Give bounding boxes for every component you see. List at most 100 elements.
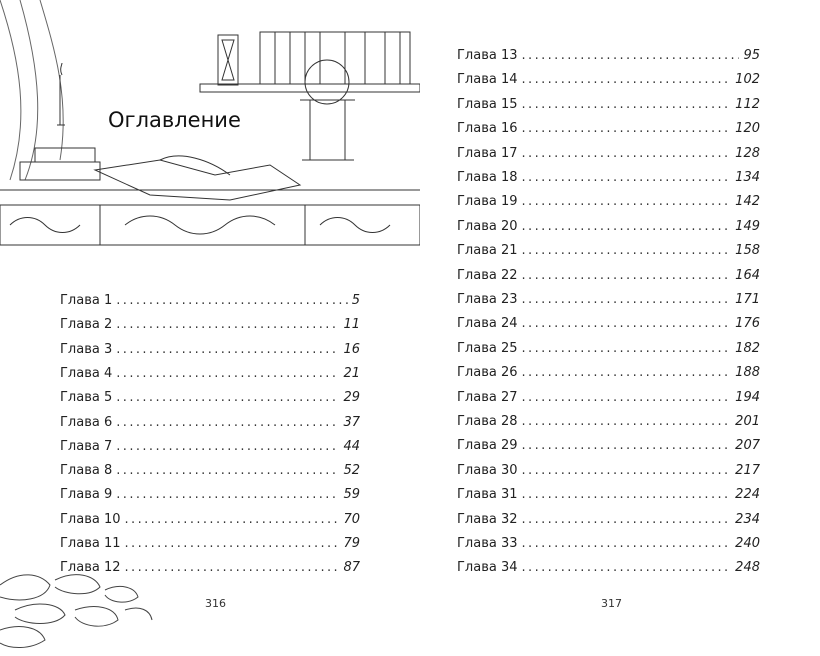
leader-dots [522,243,732,258]
leader-dots [125,536,340,551]
toc-entry[interactable]: Глава 28201 [457,414,760,429]
leader-dots [522,560,732,575]
toc-entry[interactable]: Глава 23 171 [457,292,760,307]
toc-entry[interactable]: Глава 20149 [457,219,760,234]
toc-entry[interactable]: Глава 1179 [60,536,360,551]
toc-entry[interactable]: Глава 637 [60,415,360,430]
leader-dots [125,512,340,527]
chapter-page: 217 [735,462,760,478]
leader-dots [116,439,339,454]
chapter-label: Глава 8 [60,463,113,479]
toc-entry[interactable]: Глава 2 11 [60,317,360,332]
chapter-label: Глава 31 [457,487,518,503]
leader-dots [522,341,732,356]
toc-entry[interactable]: Глава 15 [60,293,360,308]
leader-dots [522,414,732,429]
chapter-page: 87 [343,560,360,576]
leader-dots [116,463,339,478]
chapter-page: 95 [743,48,760,63]
leader-dots [116,390,339,405]
toc-entry[interactable]: Глава 852 [60,463,360,478]
toc-entry[interactable]: Глава 26188 [457,365,760,380]
chapter-label: Глава 28 [457,414,518,429]
toc-entry[interactable]: Глава 529 [60,390,360,405]
leader-dots [522,97,732,112]
cobblestones-illustration [0,574,153,648]
chapter-page: 70 [343,511,360,527]
chapter-label: Глава 16 [457,121,518,137]
chapter-label: Глава 3 [60,341,113,357]
chapter-page: 207 [735,438,760,454]
leader-dots [522,146,732,161]
leader-dots [522,390,732,405]
chapter-page: 176 [735,316,760,332]
toc-entry[interactable]: Глава 14102 [457,72,760,87]
chapter-label: Глава 30 [457,462,518,478]
chapter-label: Глава 13 [457,48,518,63]
toc-entry[interactable]: Глава 316 [60,342,360,357]
toc-entry[interactable]: Глава 27194 [457,390,760,405]
chapter-label: Глава 32 [457,511,518,527]
chapter-label: Глава 17 [457,145,518,161]
chapter-label: Глава 14 [457,72,518,88]
toc-entry[interactable]: Глава 421 [60,366,360,381]
chapter-page: 149 [735,218,760,234]
chapter-label: Глава 18 [457,170,518,185]
chapter-page: 240 [735,536,760,551]
chapter-page: 128 [735,145,760,161]
chapter-label: Глава 19 [457,194,518,210]
toc-entry[interactable]: Глава 10 70 [60,512,360,527]
chapter-label: Глава 15 [457,96,518,112]
toc-entry[interactable]: Глава 24176 [457,316,760,331]
leader-dots [522,170,732,185]
leader-dots [522,438,732,453]
toc-entry[interactable]: Глава 34 248 [457,560,760,575]
toc-entry[interactable]: Глава 21158 [457,243,760,258]
chapter-label: Глава 22 [457,267,518,283]
toc-entry[interactable]: Глава 31224 [457,487,760,502]
chapter-label: Глава 10 [60,511,121,527]
desk-illustration [0,0,420,246]
chapter-page: 79 [343,536,360,551]
leader-dots [522,365,732,380]
toc-entry[interactable]: Глава 16120 [457,121,760,136]
toc-entry[interactable]: Глава 32 234 [457,512,760,527]
leader-dots [116,366,339,381]
chapter-label: Глава 9 [60,487,113,503]
chapter-page: 234 [735,511,760,527]
page-number-right: 317 [601,597,622,610]
chapter-page: 171 [735,292,760,307]
leader-dots [522,536,732,551]
chapter-page: 142 [735,194,760,210]
toc-entry[interactable]: Глава 22164 [457,268,760,283]
chapter-label: Глава 7 [60,438,113,454]
toc-entry[interactable]: Глава 9 59 [60,487,360,502]
toc-entry[interactable]: Глава 18134 [457,170,760,185]
chapter-label: Глава 23 [457,292,518,307]
toc-entry[interactable]: Глава 17 128 [457,146,760,161]
chapter-page: 11 [343,317,360,333]
toc-entry[interactable]: Глава 29207 [457,438,760,453]
leader-dots [522,268,732,283]
leader-dots [522,292,732,307]
toc-entry[interactable]: Глава 13 95 [457,48,760,63]
toc-entry[interactable]: Глава 19 142 [457,194,760,209]
leader-dots [522,194,732,209]
chapter-page: 248 [735,560,760,576]
leader-dots [522,219,732,234]
toc-entry[interactable]: Глава 1287 [60,560,360,575]
chapter-label: Глава 2 [60,317,113,333]
leader-dots [522,72,732,87]
page-number-left: 316 [205,597,226,610]
chapter-page: 112 [735,96,760,112]
toc-entry[interactable]: Глава 15 112 [457,97,760,112]
toc-entry[interactable]: Глава 744 [60,439,360,454]
chapter-page: 59 [343,487,360,503]
chapter-page: 21 [343,365,360,381]
toc-title: Оглавление [108,108,241,132]
chapter-label: Глава 34 [457,560,518,576]
toc-entry[interactable]: Глава 30 217 [457,463,760,478]
toc-entry[interactable]: Глава 25182 [457,341,760,356]
toc-entry[interactable]: Глава 33240 [457,536,760,551]
